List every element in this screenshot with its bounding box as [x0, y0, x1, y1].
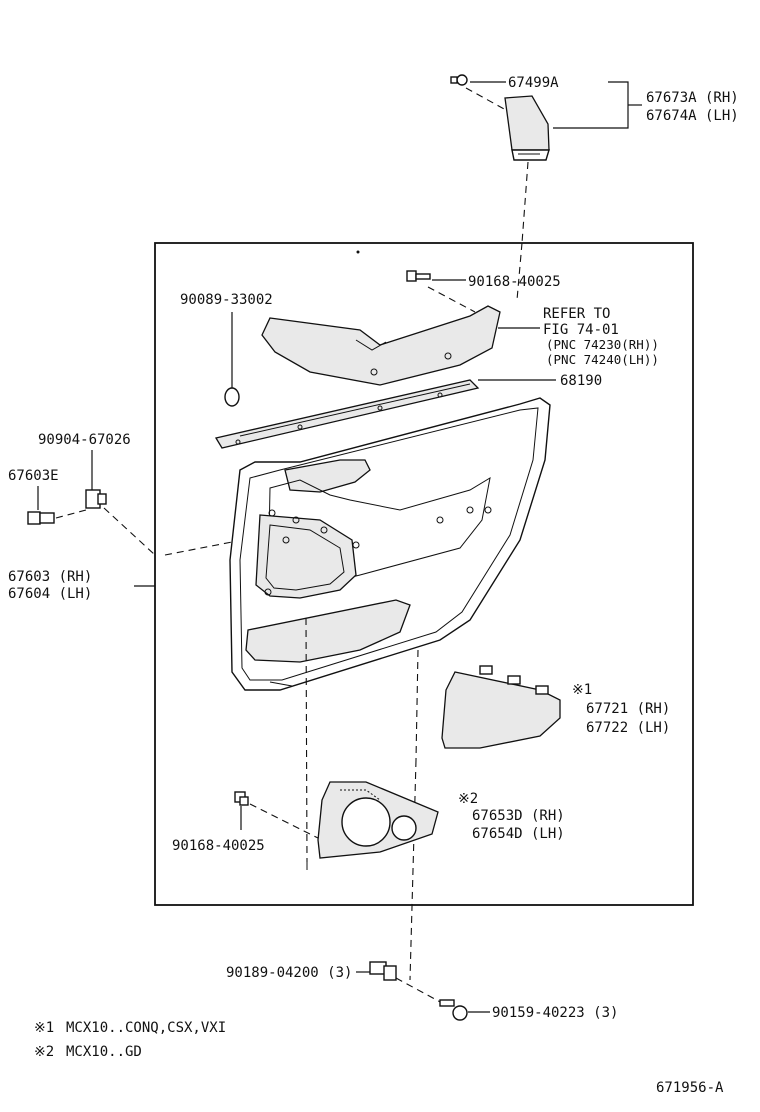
label-pocket-rh: 67721 (RH): [586, 701, 670, 717]
screw-90168-top-icon[interactable]: [406, 270, 431, 282]
note1-text: MCX10..CONQ,CSX,VXI: [66, 1020, 226, 1036]
weatherstrip-part[interactable]: [214, 379, 480, 449]
label-clip-top: 90904-67026: [38, 432, 131, 448]
label-speaker-mark: ※2: [458, 791, 478, 807]
screw-90168-bottom-icon[interactable]: [234, 791, 249, 806]
armrest-part[interactable]: [261, 305, 501, 386]
label-screw-top: 90168-40025: [468, 274, 561, 290]
label-armrest-code: 90089-33002: [180, 292, 273, 308]
note2-mark: ※2: [34, 1044, 54, 1060]
label-refer-pnc-rh: (PNC 74230(RH)): [546, 337, 659, 352]
label-refer-fig: FIG 74-01: [543, 322, 619, 338]
speaker-grille-part[interactable]: [317, 781, 439, 859]
door-pocket-part[interactable]: [441, 665, 561, 749]
label-68190: 68190: [560, 373, 602, 389]
fastener-67603e-icon[interactable]: [27, 511, 55, 525]
label-clip-left: 67603E: [8, 468, 59, 484]
screw-67499a-icon[interactable]: [450, 74, 468, 86]
label-refer-pnc-lh: (PNC 74240(LH)): [546, 352, 659, 367]
note1-mark: ※1: [34, 1020, 54, 1036]
label-refer-to: REFER TO: [543, 306, 610, 322]
assembly-frame: [154, 242, 694, 906]
label-cover-lh: 67674A (LH): [646, 108, 739, 124]
clip-90189-icon[interactable]: [369, 961, 397, 981]
figure-id: 671956-A: [656, 1080, 724, 1096]
label-67499a: 67499A: [508, 75, 559, 91]
label-speaker-rh: 67653D (RH): [472, 808, 565, 824]
door-trim-board-part[interactable]: [229, 397, 551, 691]
label-cover-rh: 67673A (RH): [646, 90, 739, 106]
pillar-cover-part[interactable]: [504, 95, 550, 161]
label-screw-bottom-right: 90159-40223 (3): [492, 1005, 618, 1021]
clip-90904-icon[interactable]: [85, 489, 107, 509]
screw-90159-icon[interactable]: [439, 999, 468, 1021]
label-board-rh: 67603 (RH): [8, 569, 92, 585]
label-speaker-lh: 67654D (LH): [472, 826, 565, 842]
label-pocket-mark: ※1: [572, 682, 592, 698]
label-clip-bottom: 90189-04200 (3): [226, 965, 352, 981]
note2-text: MCX10..GD: [66, 1044, 142, 1060]
label-screw-bottom: 90168-40025: [172, 838, 265, 854]
label-board-lh: 67604 (LH): [8, 586, 92, 602]
plug-90089-icon[interactable]: [224, 387, 240, 407]
label-pocket-lh: 67722 (LH): [586, 720, 670, 736]
